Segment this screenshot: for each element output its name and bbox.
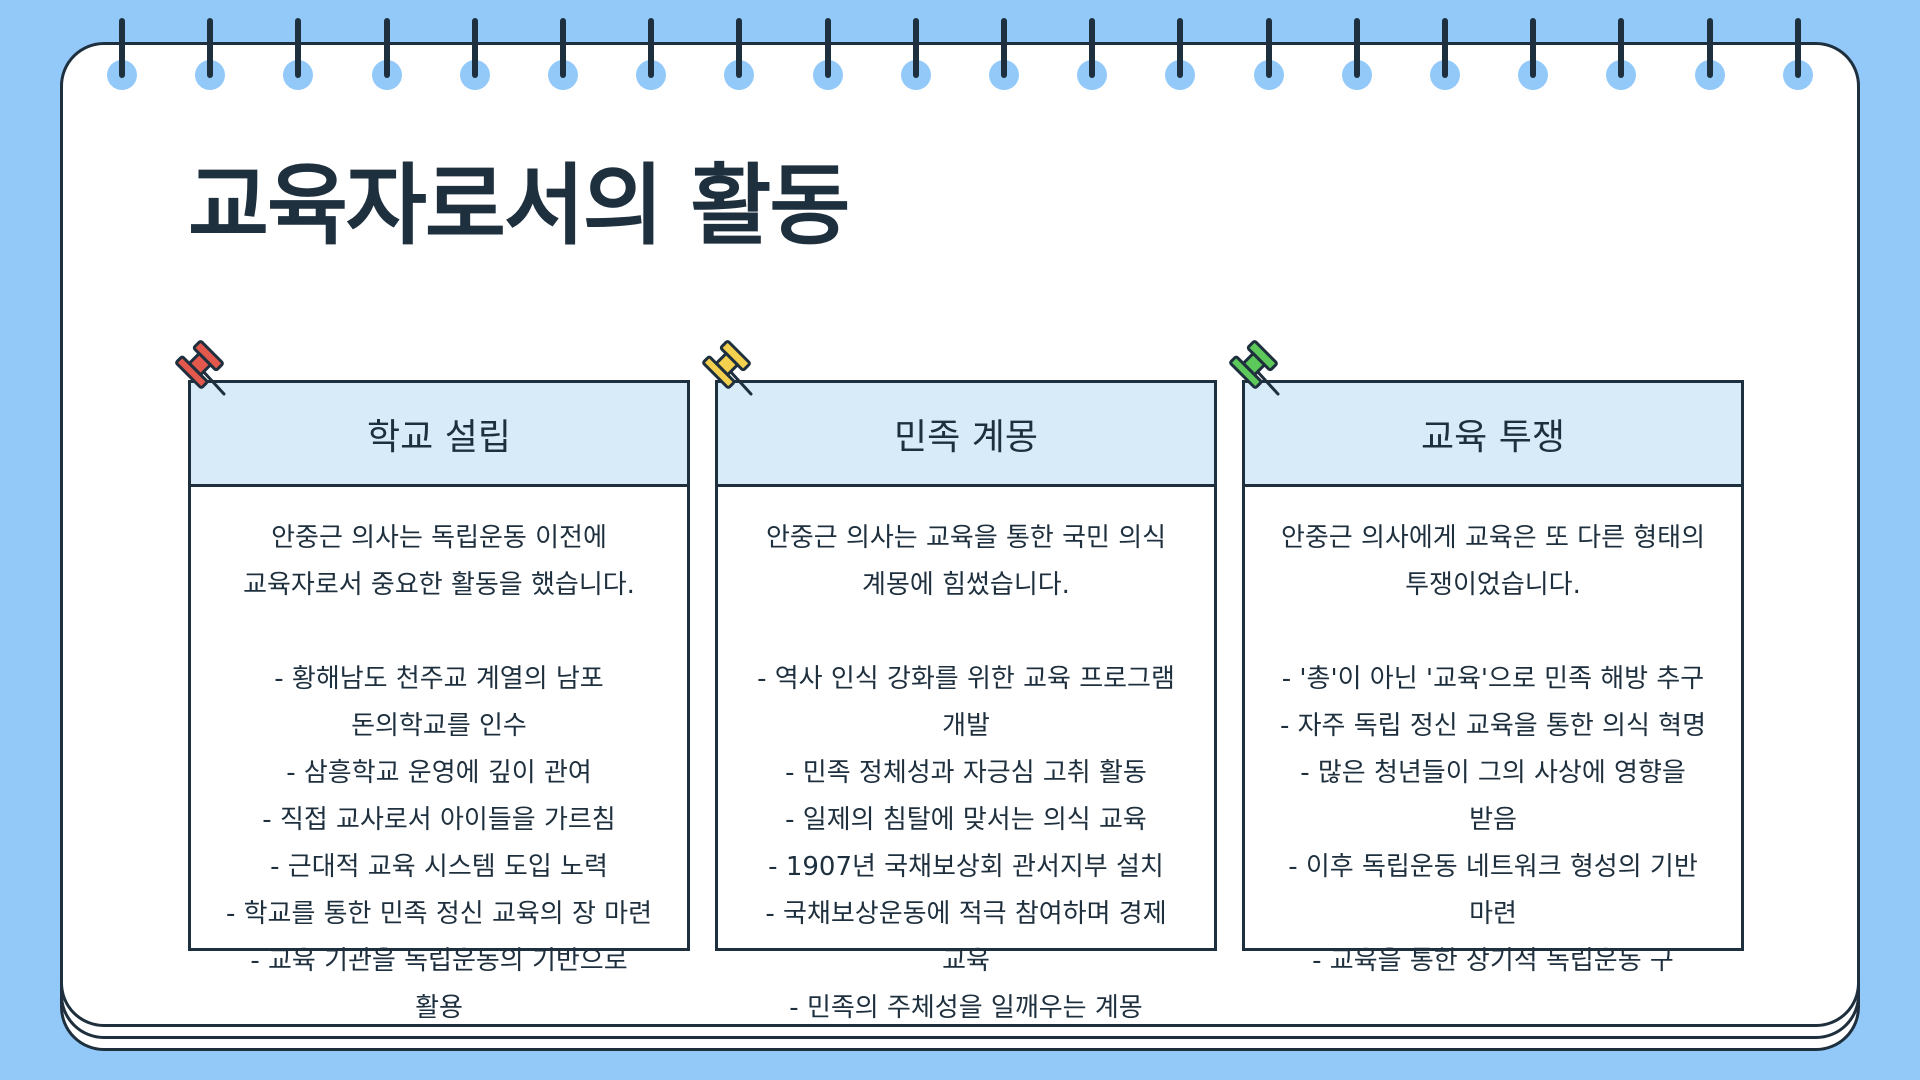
card-heading: 민족 계몽	[718, 383, 1214, 487]
card-school-founding: 학교 설립 안중근 의사는 독립운동 이전에 교육자로서 중요한 활동을 했습니…	[188, 380, 690, 1023]
card-body: 안중근 의사에게 교육은 또 다른 형태의 투쟁이었습니다. - '총'이 아닌…	[1279, 523, 1707, 976]
card-heading: 학교 설립	[191, 383, 687, 487]
pushpin-red-icon	[175, 340, 226, 396]
pushpin-green-icon	[1229, 340, 1280, 396]
card-heading: 교육 투쟁	[1245, 383, 1741, 487]
card-body: 안중근 의사는 독립운동 이전에 교육자로서 중요한 활동을 했습니다. - 황…	[225, 523, 653, 1023]
card-national-enlightenment: 민족 계몽 안중근 의사는 교육을 통한 국민 의식 계몽에 힘썼습니다. - …	[715, 380, 1217, 1023]
pushpin-yellow-icon	[702, 340, 753, 396]
card-body: 안중근 의사는 교육을 통한 국민 의식 계몽에 힘썼습니다. - 역사 인식 …	[757, 523, 1175, 1023]
page-title: 교육자로서의 활동	[188, 154, 850, 257]
card-education-struggle: 교육 투쟁 안중근 의사에게 교육은 또 다른 형태의 투쟁이었습니다. - '…	[1242, 380, 1744, 976]
